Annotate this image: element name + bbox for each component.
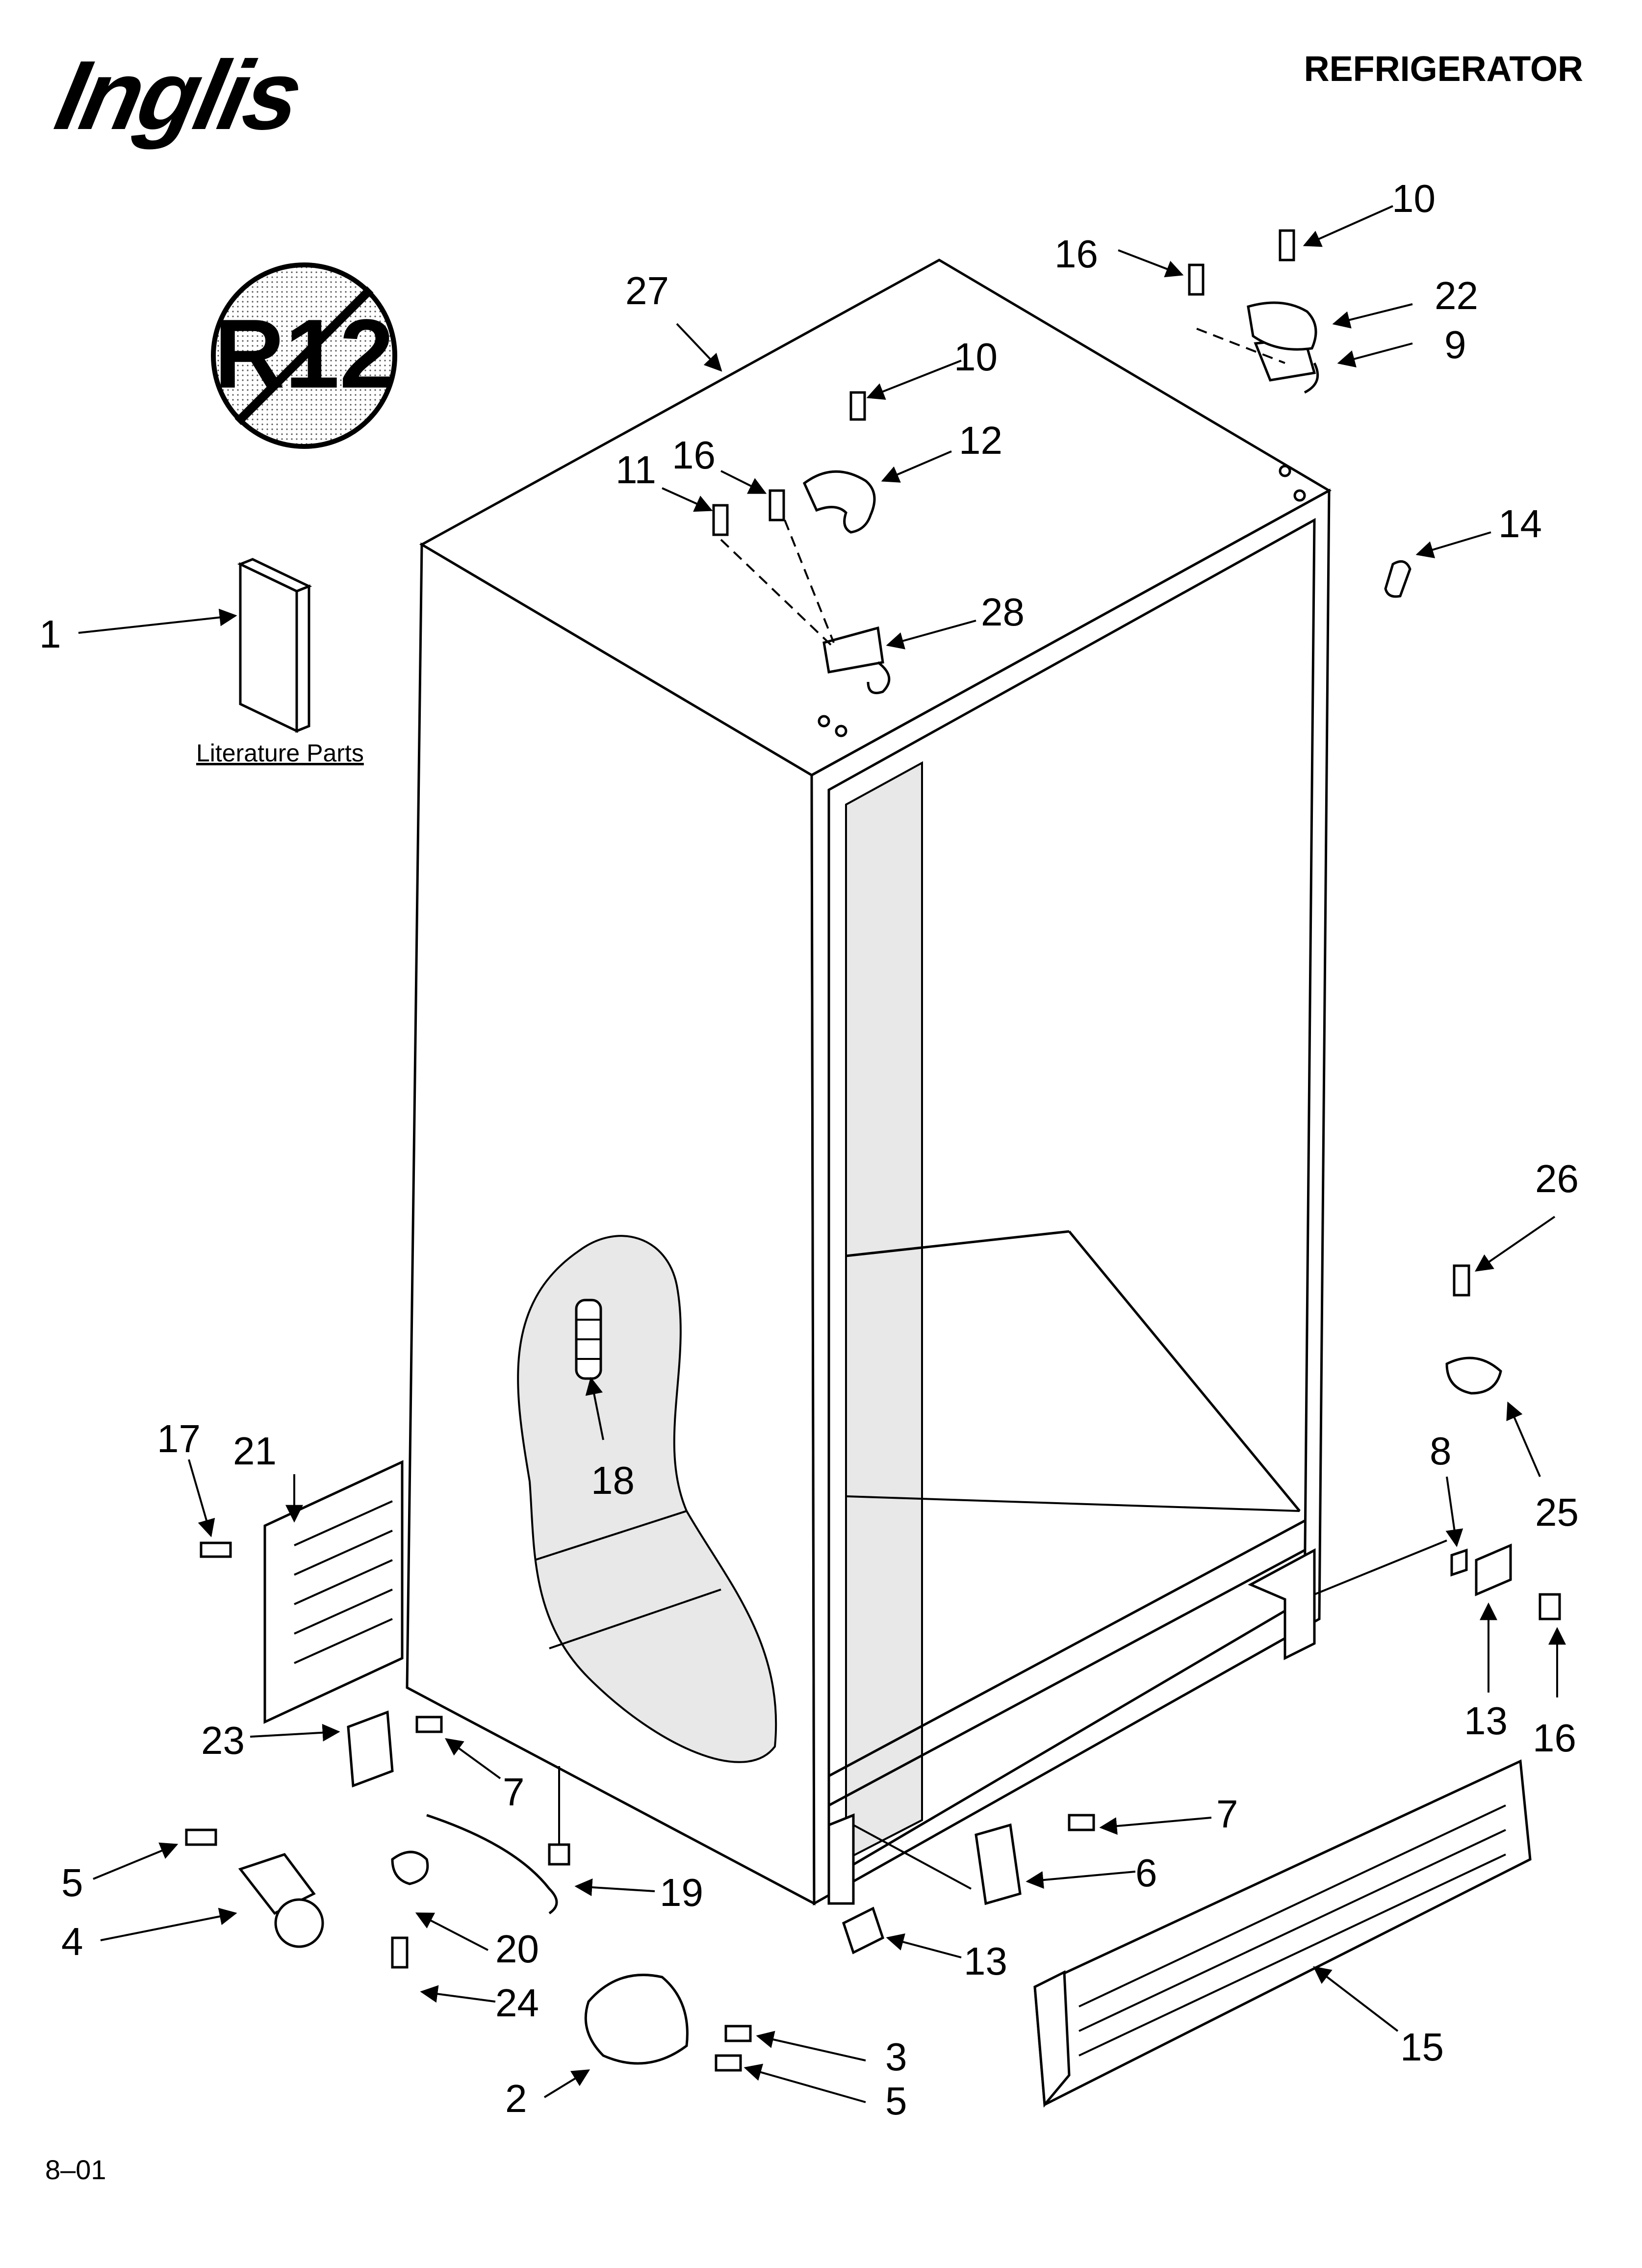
callout-27: 27 <box>625 269 669 313</box>
toe-grille-part <box>1033 1759 1532 2108</box>
callout-18: 18 <box>591 1459 635 1502</box>
roller-4 <box>185 1828 324 1948</box>
callout-7: 7 <box>503 1770 525 1814</box>
footer-code: 8–01 <box>45 2154 106 2185</box>
callout-16: 16 <box>1533 1716 1576 1760</box>
bracket-6 <box>853 1814 1095 1905</box>
rear-grille-part <box>200 1460 404 1724</box>
tube-19 <box>426 1766 570 1915</box>
callout-15: 15 <box>1400 2025 1444 2069</box>
callout-14: 14 <box>1498 502 1542 546</box>
literature-parts-label: Literature Parts <box>196 739 364 767</box>
hinge-cover-12 <box>802 470 876 534</box>
no-r12-icon: R12 <box>211 262 397 449</box>
callout-21: 21 <box>233 1429 277 1473</box>
callout-8: 8 <box>1430 1429 1452 1473</box>
callout-10: 10 <box>954 335 998 379</box>
callout-3: 3 <box>885 2035 907 2079</box>
callout-16: 16 <box>672 433 716 477</box>
callout-24: 24 <box>495 1981 539 2025</box>
callout-1: 1 <box>39 612 61 656</box>
callout-10: 10 <box>1392 177 1436 220</box>
drain-hose-part <box>575 1299 602 1380</box>
callout-5: 5 <box>61 1861 83 1904</box>
callout-labels: 27 10 16 22 9 10 12 11 16 14 28 1 26 17 … <box>39 177 1579 2123</box>
callout-2: 2 <box>505 2077 527 2120</box>
bottom-hinge-parts <box>1314 1264 1561 1620</box>
callout-9: 9 <box>1444 323 1466 366</box>
clip-13b <box>842 1906 885 1955</box>
literature-book-icon <box>237 558 312 733</box>
callout-22: 22 <box>1435 274 1478 317</box>
callout-5: 5 <box>885 2079 907 2123</box>
callout-6: 6 <box>1135 1851 1157 1895</box>
callout-4: 4 <box>61 1920 83 1963</box>
leader-arrows <box>78 205 1566 2103</box>
screws-top <box>712 229 1295 536</box>
page-title: REFRIGERATOR <box>1304 50 1583 89</box>
callout-23: 23 <box>201 1719 245 1762</box>
clip-14 <box>1384 560 1411 598</box>
top-hinge-left <box>720 520 891 737</box>
callout-11: 11 <box>616 448 656 492</box>
callout-13: 13 <box>964 1939 1007 1983</box>
callout-20: 20 <box>495 1927 539 1971</box>
callout-16: 16 <box>1054 232 1098 276</box>
callout-28: 28 <box>981 590 1025 634</box>
callout-13: 13 <box>1464 1699 1508 1743</box>
callout-25: 25 <box>1535 1490 1579 1534</box>
callout-26: 26 <box>1535 1157 1579 1200</box>
roller-2 <box>584 1974 752 2072</box>
callout-19: 19 <box>660 1871 703 1914</box>
bracket-23 <box>347 1710 443 1788</box>
clamp-20 <box>391 1851 429 1969</box>
callout-12: 12 <box>959 418 1002 462</box>
callout-7: 7 <box>1216 1792 1238 1836</box>
hinge-cover-22 <box>1247 301 1317 351</box>
callout-17: 17 <box>157 1417 201 1460</box>
